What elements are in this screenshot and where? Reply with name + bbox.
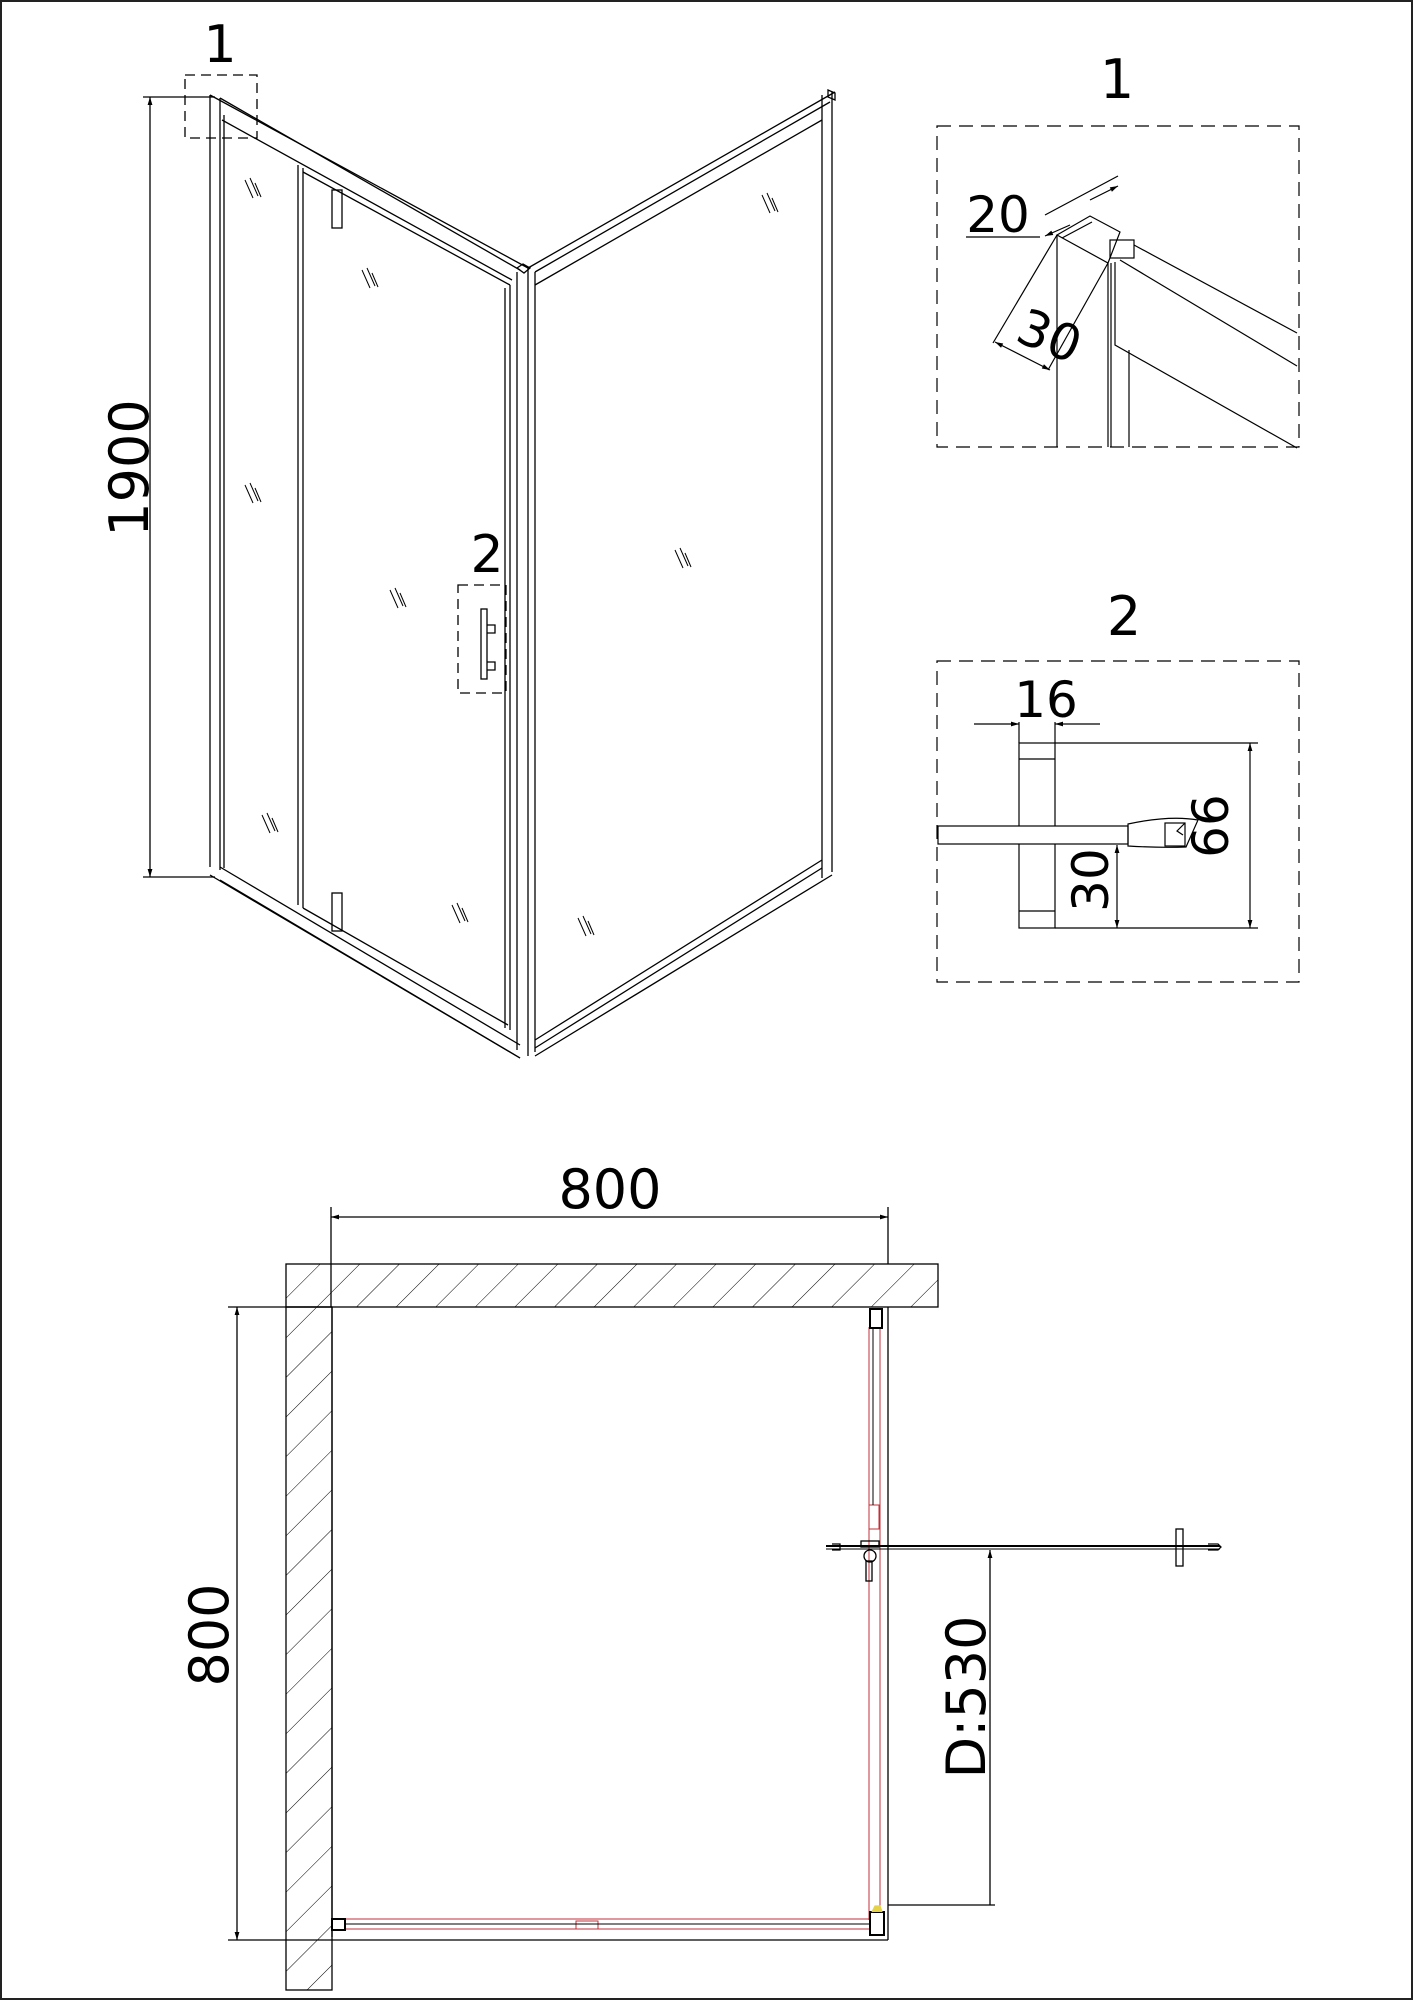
- detail-1-depth-dim: 30: [1009, 297, 1090, 375]
- detail-2-width-dim: 16: [1014, 671, 1078, 729]
- detail-1-frame: [936, 125, 1300, 448]
- callout-box-2: [457, 584, 507, 694]
- glass-reflection-marks: [244, 177, 779, 937]
- callout-box-1: [184, 74, 258, 139]
- wall-left: [285, 1306, 333, 1991]
- callout-label-2: 2: [470, 525, 503, 585]
- callout-label-1: 1: [203, 15, 236, 75]
- detail-2-height-offset-dim: 30: [1062, 848, 1120, 912]
- detail-1-width-dim: 20: [966, 186, 1030, 244]
- detail-1: [936, 125, 1300, 449]
- detail-2-height-total-dim: 66: [1182, 794, 1240, 858]
- plan-depth-dimension-text: 800: [178, 1583, 241, 1686]
- detail-2-title: 2: [1107, 585, 1141, 648]
- plan-width-dimension-text: 800: [558, 1158, 661, 1221]
- door-dimension-text: D:530: [935, 1616, 998, 1779]
- plan-view: [228, 1207, 1222, 1991]
- detail-2-frame: [936, 660, 1300, 983]
- isometric-view: [143, 74, 836, 1059]
- height-dimension-text: 1900: [98, 399, 161, 536]
- wall-top: [285, 1263, 939, 1308]
- detail-1-title: 1: [1100, 48, 1134, 111]
- detail-2: [936, 660, 1300, 983]
